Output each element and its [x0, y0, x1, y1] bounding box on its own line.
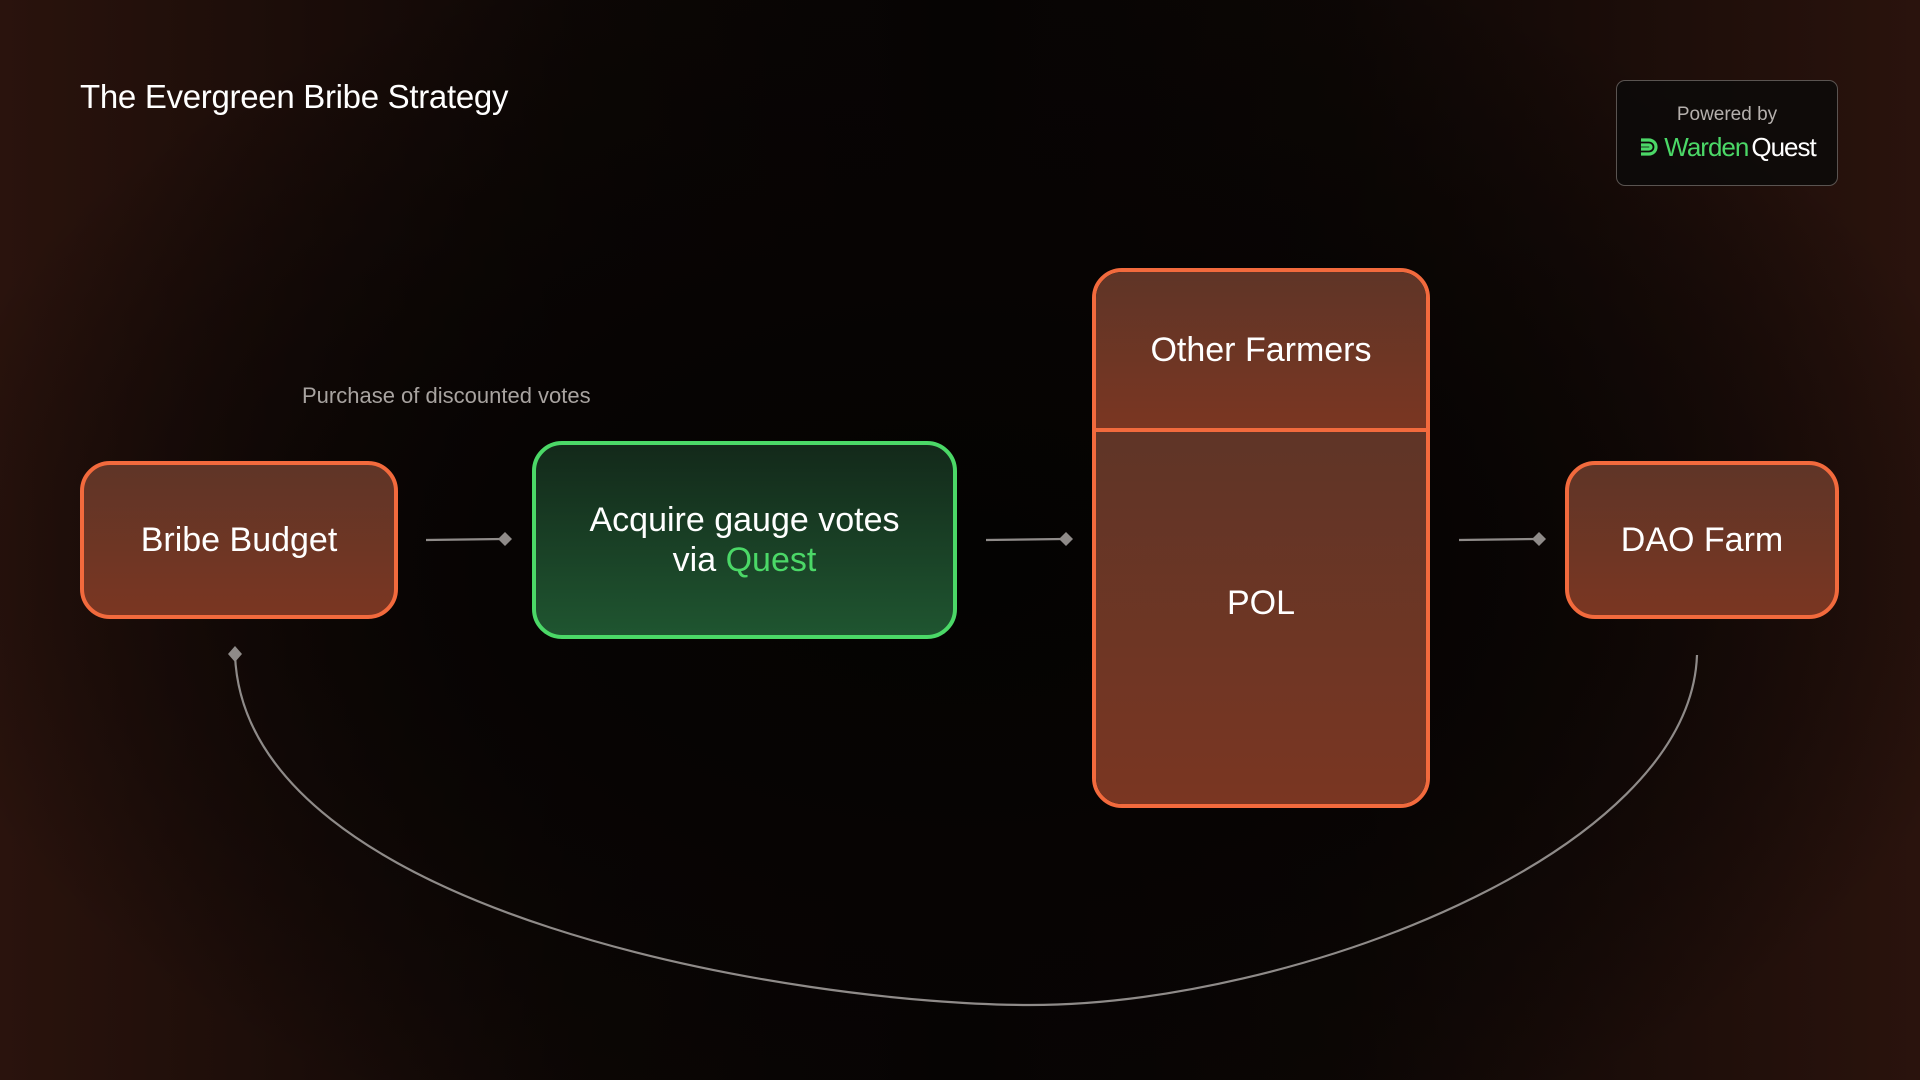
brand-name-warden: Warden [1664, 131, 1749, 162]
brand-name-quest: Quest [1751, 131, 1816, 162]
dao-farm-node[interactable]: DAO Farm [1565, 461, 1839, 619]
acquire-votes-label: Acquire gauge votes via Quest [590, 500, 900, 580]
pol-section: POL [1096, 432, 1426, 804]
arrowhead-diamond [228, 646, 242, 662]
acquire-votes-line1: Acquire gauge votes [589, 500, 900, 539]
powered-by-label: Powered by [1676, 103, 1778, 125]
other-farmers-section: Other Farmers [1096, 272, 1426, 432]
bribe-budget-node[interactable]: Bribe Budget [80, 461, 398, 619]
arrow-stack-to-dao [1458, 537, 1537, 542]
arrowhead-diamond [498, 532, 512, 546]
acquire-votes-node[interactable]: Acquire gauge votes via Quest [532, 441, 957, 639]
bribe-budget-label: Bribe Budget [140, 520, 338, 559]
arrowhead-diamond [1059, 532, 1073, 546]
arrow-budget-to-acquire [425, 537, 503, 542]
other-farmers-label: Other Farmers [1150, 330, 1372, 369]
warden-logo-icon [1641, 138, 1658, 156]
pol-label: POL [1226, 583, 1296, 622]
arrowhead-diamond [1532, 532, 1546, 546]
return-arc [233, 654, 1699, 1007]
arrow-acquire-to-stack [985, 537, 1064, 542]
dao-farm-label: DAO Farm [1620, 520, 1784, 559]
acquire-votes-via: via [672, 541, 726, 579]
purchase-edge-label: Purchase of discounted votes [302, 383, 591, 408]
quest-highlight: Quest [725, 541, 817, 579]
farmers-stack-node[interactable]: Other Farmers POL [1092, 268, 1430, 808]
page-title: The Evergreen Bribe Strategy [80, 78, 509, 115]
